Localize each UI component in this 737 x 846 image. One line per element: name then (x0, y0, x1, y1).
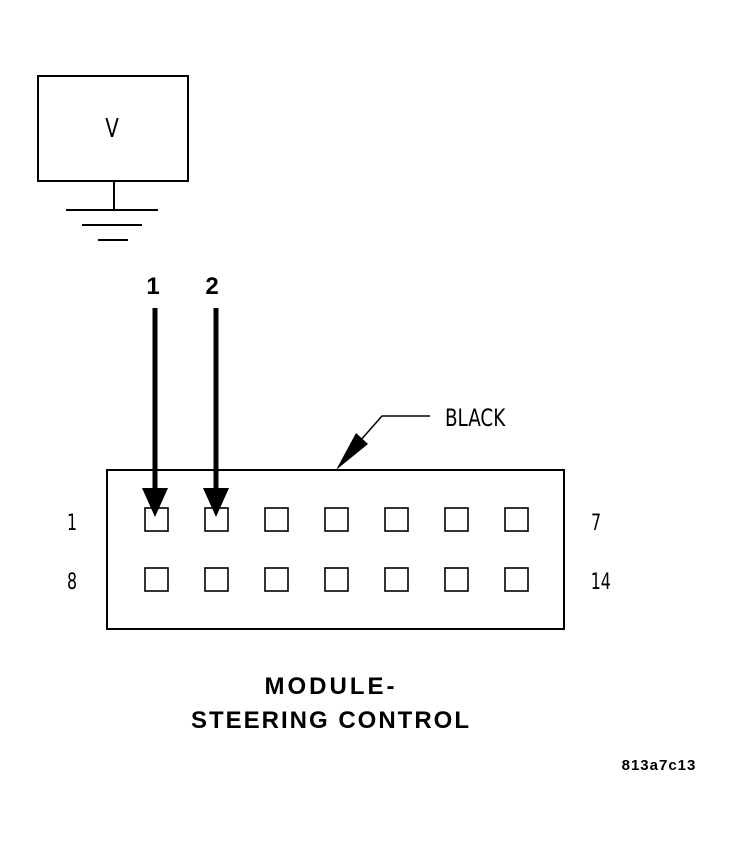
caption-line-1: MODULE- (265, 673, 398, 700)
probe-arrow-2 (203, 308, 229, 517)
caption-line-2: STEERING CONTROL (191, 707, 471, 734)
pin-cavity-4 (324, 507, 349, 532)
pin-cavity-9 (204, 567, 229, 592)
pin-cavity-3 (264, 507, 289, 532)
probe-label-1: 1 (146, 273, 159, 300)
pin-cavity-1 (144, 507, 169, 532)
color-callout: BLACK (336, 404, 506, 470)
pin-cavity-12 (384, 567, 409, 592)
connector-pins (144, 507, 529, 592)
pin-cavity-8 (144, 567, 169, 592)
pin-label-8: 8 (67, 569, 77, 594)
pin-cavity-11 (324, 567, 349, 592)
pin-label-14: 14 (591, 569, 611, 594)
ground-icon (66, 209, 158, 241)
pin-cavity-13 (444, 567, 469, 592)
voltmeter: V (37, 75, 189, 241)
connector-color-label: BLACK (445, 404, 506, 432)
pin-cavity-10 (264, 567, 289, 592)
pin-label-1: 1 (67, 510, 77, 535)
pin-cavity-7 (504, 507, 529, 532)
pin-cavity-5 (384, 507, 409, 532)
connector-body (106, 469, 565, 630)
figure-code: 813a7c13 (622, 757, 697, 774)
callout-arrowhead (336, 433, 368, 470)
pin-cavity-2 (204, 507, 229, 532)
pin-label-7: 7 (591, 510, 601, 535)
pin-cavity-6 (444, 507, 469, 532)
pin-cavity-14 (504, 567, 529, 592)
probe-label-2: 2 (205, 273, 218, 300)
probe-arrow-1 (142, 308, 168, 517)
voltmeter-symbol: V (105, 113, 119, 143)
